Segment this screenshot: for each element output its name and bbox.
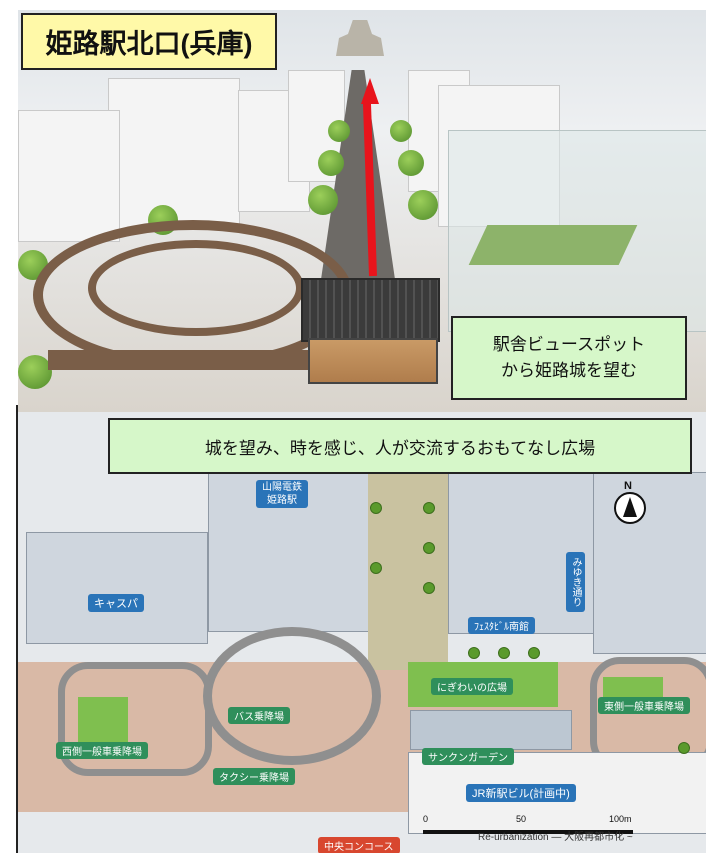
sunken-garden-structure [410, 710, 572, 750]
lawn [468, 225, 638, 265]
tree [370, 562, 382, 574]
tree [318, 150, 344, 176]
tree [308, 185, 338, 215]
tree [498, 647, 510, 659]
tree [398, 150, 424, 176]
building [18, 110, 120, 242]
taxi-loop [58, 662, 212, 776]
page-title: 姫路駅北口(兵庫) [21, 13, 277, 70]
station-viewspot [308, 338, 438, 384]
deck-bridge [48, 350, 308, 370]
label-sanyo-station: 山陽電鉄 姫路駅 [256, 480, 308, 508]
tree [390, 120, 412, 142]
label-festa-south: ﾌｪｽﾀﾋﾞﾙ南館 [468, 617, 535, 634]
pedestrian-deck [88, 240, 304, 336]
tree [528, 647, 540, 659]
label-east-dropoff: 東側一般車乗降場 [598, 697, 690, 714]
label-jr-building: JR新駅ビル(計画中) [466, 784, 576, 802]
bus-loop [203, 627, 381, 765]
credit: Re-urbanization — 大阪再都市化 ~ [478, 832, 633, 843]
viewspot-callout: 駅舎ビュースポット から姫路城を望む [451, 316, 687, 400]
tree [18, 355, 52, 389]
scale-bar: 0 50 100m [423, 812, 638, 842]
tree [423, 502, 435, 514]
block-caspa [26, 532, 208, 644]
aerial-render [18, 10, 706, 412]
callout-line-2: から姫路城を望む [501, 361, 637, 380]
label-west-dropoff: 西側一般車乗降場 [56, 742, 148, 759]
scale-max: 100m [609, 814, 632, 824]
label-caspa: キャスパ [88, 594, 144, 612]
building [108, 78, 240, 230]
himeji-castle [336, 20, 384, 56]
label-taxi-stop: タクシー乗降場 [213, 768, 295, 785]
label-sunken-garden: サンクンガーデン [422, 748, 514, 765]
site-plan-map: 山陽電鉄 姫路駅 キャスパ ﾌｪｽﾀﾋﾞﾙ南館 みゆき通り にぎわいの広場 バス… [18, 412, 706, 853]
north-arrow: N [610, 480, 650, 526]
block-east [593, 472, 706, 654]
tree [408, 190, 438, 220]
label-central-concourse: 中央コンコース [318, 837, 400, 853]
concept-banner: 城を望み、時を感じ、人が交流するおもてなし広場 [108, 418, 692, 474]
tree [328, 120, 350, 142]
tree [678, 742, 690, 754]
station-roof [301, 278, 440, 342]
view-arrow-head [361, 78, 379, 104]
north-label: N [624, 480, 632, 492]
tree [468, 647, 480, 659]
scale-mid: 50 [516, 814, 527, 824]
tree [370, 502, 382, 514]
label-bus-stop: バス乗降場 [228, 707, 290, 724]
tree [423, 582, 435, 594]
scale-zero: 0 [423, 814, 429, 824]
label-miyuki-street: みゆき通り [566, 552, 585, 612]
label-nigiwai-plaza: にぎわいの広場 [431, 678, 513, 695]
tree [423, 542, 435, 554]
callout-line-1: 駅舎ビュースポット [492, 335, 646, 354]
compass-icon [614, 492, 646, 524]
frame-border [16, 405, 18, 853]
